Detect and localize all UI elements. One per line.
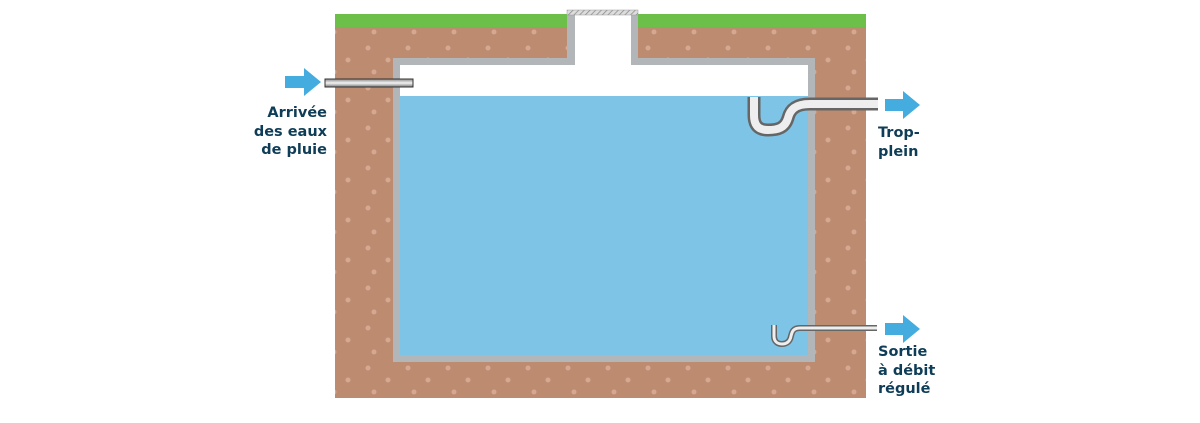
arrow-right-icon (885, 91, 920, 119)
arrow-right-icon (885, 315, 920, 343)
inlet-pipe (324, 78, 414, 88)
water (400, 96, 808, 355)
manhole-opening (575, 14, 631, 65)
inlet-label: Arrivée des eaux de pluie (253, 105, 327, 158)
arrow-right-icon (285, 68, 321, 96)
outlet-label: Sortie à débit régulé (878, 344, 936, 397)
manhole-lid (566, 9, 639, 16)
regulated-outlet-pipe (771, 325, 877, 348)
overflow-label: Trop- plein (878, 125, 920, 160)
grass (638, 14, 866, 27)
overflow-pipe (747, 97, 878, 137)
tank-air-space (400, 65, 808, 96)
grass (335, 14, 567, 27)
